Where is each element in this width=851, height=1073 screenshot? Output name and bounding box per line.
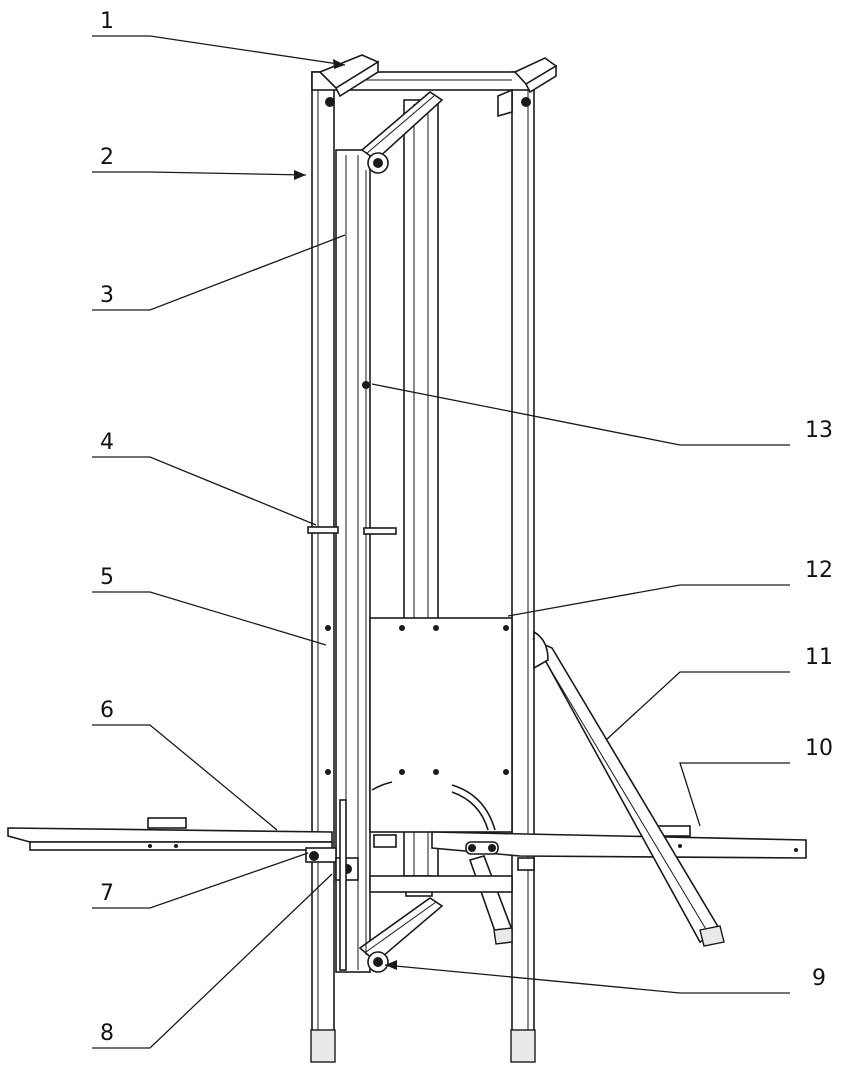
left-table bbox=[7, 817, 333, 851]
cutting-frame bbox=[335, 90, 444, 973]
callout-6: 6 bbox=[100, 698, 114, 723]
callout-4: 4 bbox=[100, 430, 114, 455]
callout-9: 9 bbox=[812, 966, 826, 991]
guide-pin bbox=[307, 526, 397, 535]
top-bracket bbox=[318, 54, 558, 118]
roller-assembly bbox=[305, 799, 535, 971]
callout-labels: 1 2 3 4 5 6 7 8 9 10 11 12 13 bbox=[100, 9, 833, 1046]
callout-2: 2 bbox=[100, 145, 114, 170]
callout-10: 10 bbox=[805, 736, 833, 761]
callout-7: 7 bbox=[100, 881, 114, 906]
callout-12: 12 bbox=[805, 558, 833, 583]
callout-13: 13 bbox=[805, 418, 833, 443]
callout-5: 5 bbox=[100, 565, 114, 590]
leader-lines bbox=[92, 35, 790, 1049]
callout-8: 8 bbox=[100, 1021, 114, 1046]
callout-1: 1 bbox=[100, 9, 114, 34]
callout-11: 11 bbox=[805, 645, 833, 670]
callout-3: 3 bbox=[100, 283, 114, 308]
back-panel bbox=[325, 617, 513, 833]
